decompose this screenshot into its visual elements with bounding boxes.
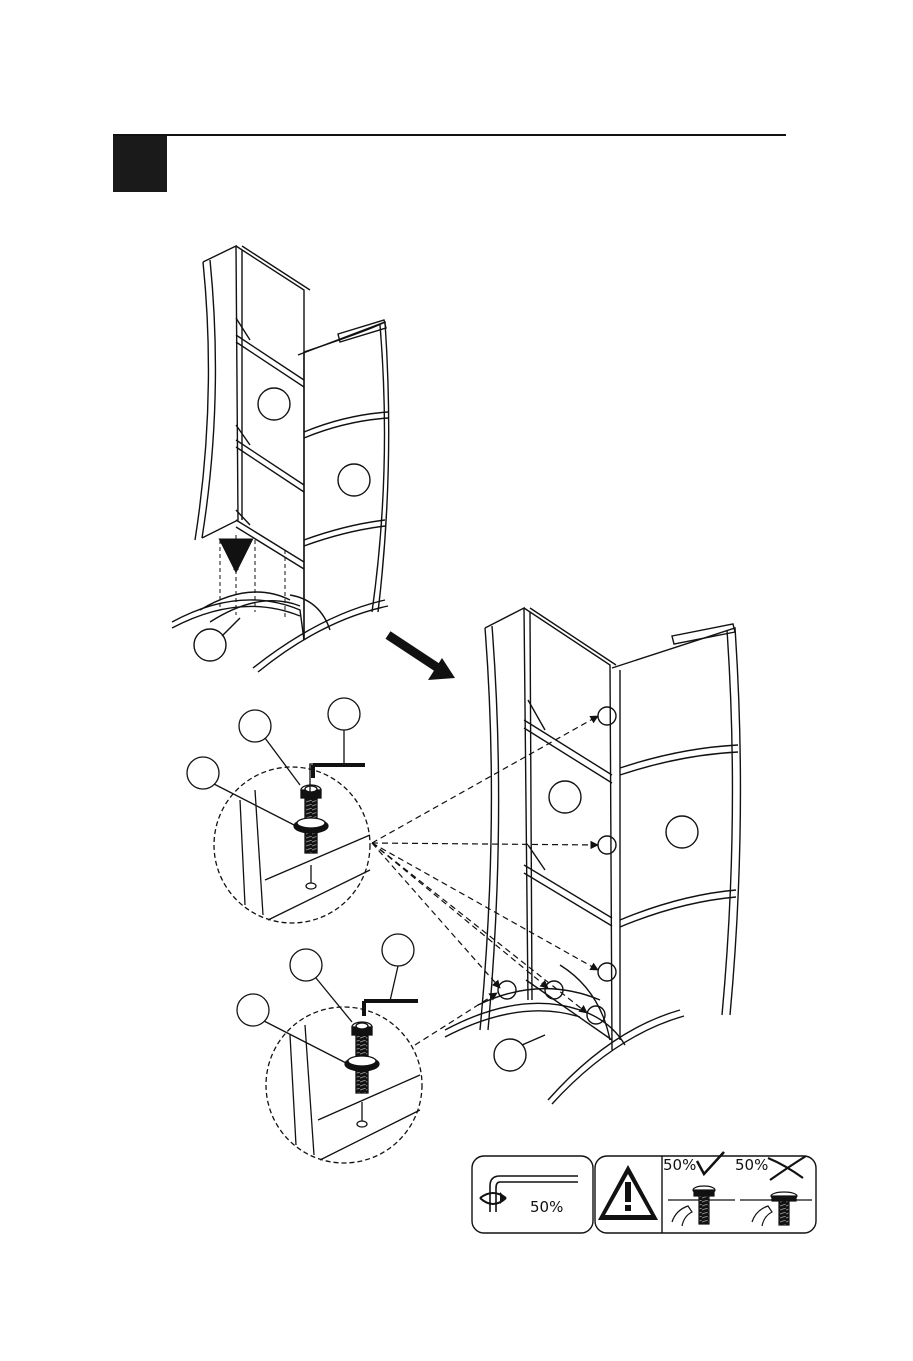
callout-circle xyxy=(239,710,271,742)
step-header xyxy=(113,135,786,192)
transition-arrow xyxy=(388,635,455,680)
callout-circle xyxy=(549,781,581,813)
callout-circle xyxy=(338,464,370,496)
frame-assembly-before xyxy=(172,246,389,672)
callout-circle xyxy=(666,816,698,848)
correct-percent: 50% xyxy=(663,1156,696,1174)
callout-circle xyxy=(328,698,360,730)
warning-panel: 50% 50% xyxy=(595,1152,816,1233)
leader-lines xyxy=(372,716,598,1045)
torque-panel: 50% xyxy=(472,1156,593,1233)
bolt-detail-upper xyxy=(187,698,370,923)
callout-circle xyxy=(494,1039,526,1071)
step-number-box xyxy=(113,136,167,192)
bolt-position-markers xyxy=(498,707,616,1024)
incorrect-percent: 50% xyxy=(735,1156,768,1174)
callout-circle xyxy=(194,629,226,661)
torque-percent: 50% xyxy=(530,1198,563,1216)
callout-circle xyxy=(382,934,414,966)
frame-assembly-after xyxy=(445,608,740,1104)
callout-circle xyxy=(258,388,290,420)
bolt-detail-lower xyxy=(237,934,422,1163)
callout-circle xyxy=(290,949,322,981)
